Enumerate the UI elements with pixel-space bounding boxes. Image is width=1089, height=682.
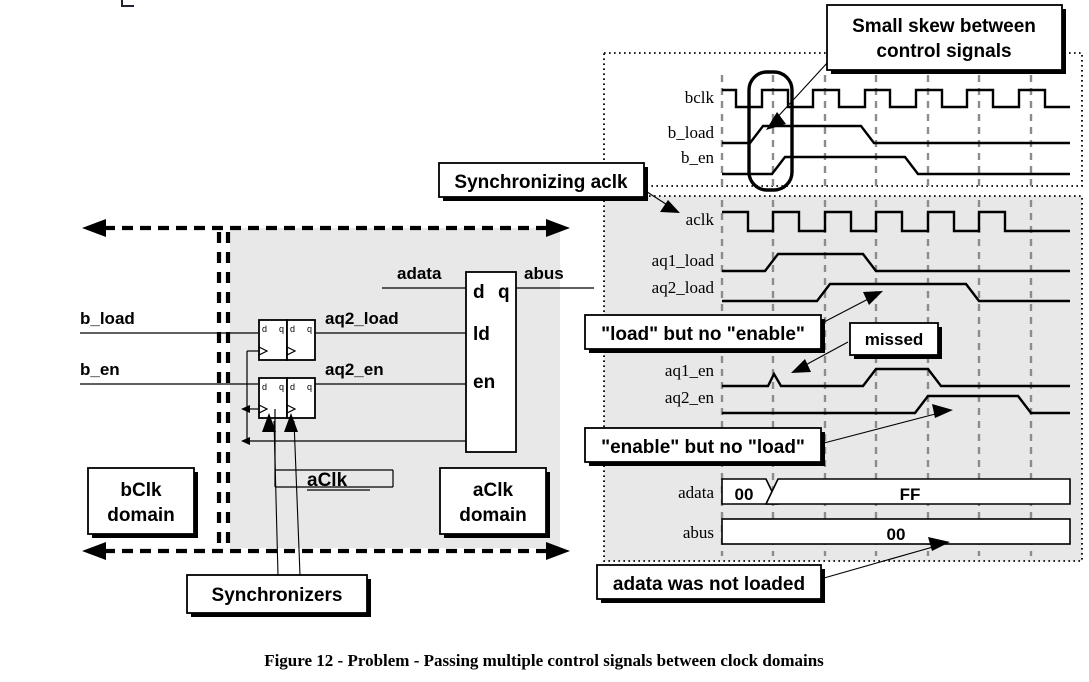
waveform-bclk [722,88,1070,109]
ff-pin-q-1: q [279,324,284,334]
synchronizers-callout: Synchronizers [186,413,371,617]
ff-pin-d-3: d [262,382,267,392]
aclk-domain-line2: domain [459,505,527,526]
bclk-domain-dotted-boundary [603,52,1083,187]
synchronizer-load: d q d q [258,319,316,361]
waveform-label-b-en: b_en [681,148,715,167]
adata-value-0: 00 [735,485,754,504]
synchronizer-enable: d q d q [258,377,316,419]
register-pin-ld: ld [473,324,490,345]
skew-highlight-bubble [747,70,794,192]
waveform-adata-bus: 00 FF [721,478,1071,505]
label-aclk-circuit: aClk [307,470,348,491]
callout-missed: missed [791,322,942,373]
waveform-aq1-en [722,367,1070,388]
callout-synchronizing-aclk: Synchronizing aclk [438,162,680,213]
ff-pin-q-3: q [279,382,284,392]
load-no-enable-label: "load" but no "enable" [601,324,805,345]
page-artifact-glyph [121,0,134,7]
waveform-label-b-load: b_load [668,123,715,142]
skew-callout-line1: Small skew between [852,16,1036,37]
missed-label: missed [865,330,924,349]
abus-value-0: 00 [887,525,906,544]
waveform-b-en [722,155,1070,176]
label-b-en: b_en [80,360,120,379]
bclk-domain-box: bClk domain [87,467,198,538]
figure-caption: Figure 12 - Problem - Passing multiple c… [264,651,824,670]
waveform-b-load [722,124,1070,145]
waveform-label-aq2-load: aq2_load [652,278,715,297]
register-pin-q: q [498,282,510,303]
waveform-label-bclk: bclk [685,88,715,107]
label-abus-circuit: abus [524,264,564,283]
gridlines-bclk-domain [720,75,1033,186]
ff-pin-q-2: q [307,324,312,334]
waveform-abus-bus: 00 [721,518,1071,545]
bclk-domain-line1: bClk [120,480,162,501]
waveform-aq2-en [722,394,1070,415]
waveform-label-abus: abus [683,523,714,542]
waveform-aq1-load [722,252,1070,273]
register-pin-d: d [473,282,485,303]
ff-pin-d-1: d [262,324,267,334]
waveform-aclk [722,210,1070,233]
ff-pin-q-4: q [307,382,312,392]
bclk-domain-line2: domain [107,505,175,526]
waveform-label-adata: adata [678,483,714,502]
waveform-aq2-load [722,282,1070,303]
waveform-label-aq1-en: aq1_en [665,361,715,380]
domain-span-top [82,219,570,237]
callout-small-skew: Small skew between control signals [766,4,1066,130]
label-aq2-en: aq2_en [325,360,384,379]
aclk-domain-line1: aClk [473,480,514,501]
register-block: d q ld en [465,271,517,453]
enable-no-load-label: "enable" but no "load" [601,437,805,458]
domain-span-bottom [82,542,570,560]
synchronizers-label: Synchronizers [212,585,343,606]
skew-callout-line2: control signals [876,41,1011,62]
waveform-label-aclk: aclk [686,210,715,229]
adata-value-1: FF [900,485,921,504]
adata-not-loaded-label: adata was not loaded [613,574,805,595]
callout-load-no-enable: "load" but no "enable" [584,291,883,353]
register-pin-en: en [473,372,495,393]
label-b-load: b_load [80,309,135,328]
callout-adata-not-loaded: adata was not loaded [596,537,950,603]
label-adata-circuit: adata [397,264,442,283]
callout-enable-no-load: "enable" but no "load" [584,404,953,466]
ff-pin-d-4: d [290,382,295,392]
aclk-domain-box: aClk domain [439,467,550,538]
label-aq2-load: aq2_load [325,309,399,328]
waveform-label-aq2-en: aq2_en [665,388,715,407]
waveform-label-aq1-load: aq1_load [652,251,715,270]
synchronizing-aclk-label: Synchronizing aclk [454,172,628,193]
ff-pin-d-2: d [290,324,295,334]
